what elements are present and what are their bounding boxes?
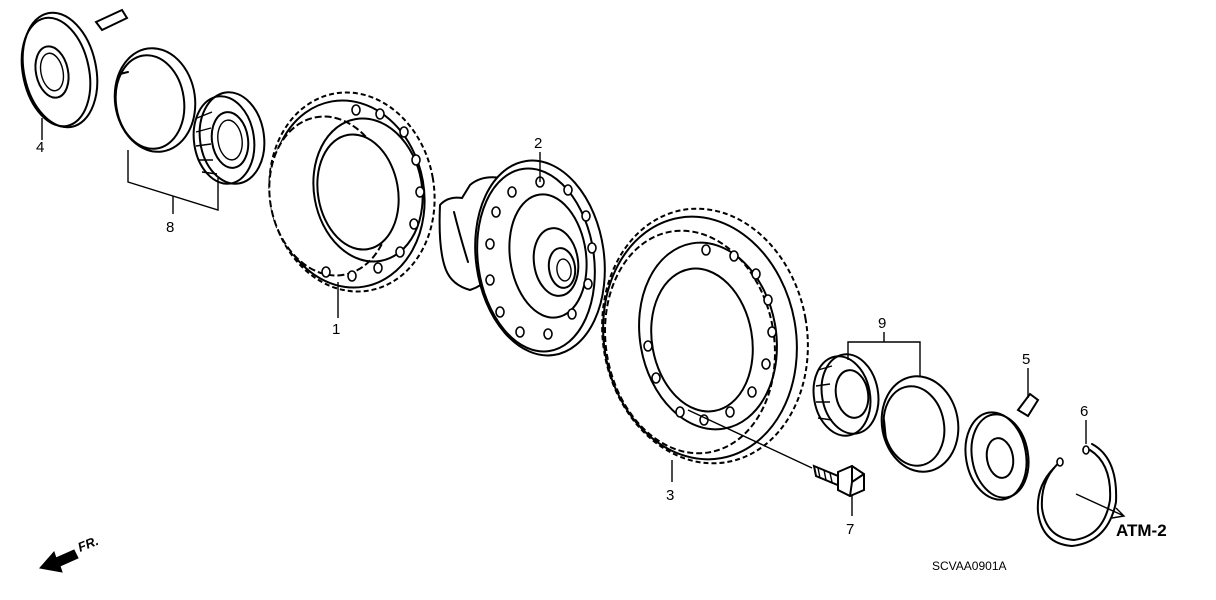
label-part-6[interactable]: 6 (1080, 403, 1088, 420)
front-indicator: FR. (39, 533, 101, 573)
arrow-right-icon (1075, 493, 1126, 519)
part-9-bearing-set[interactable] (807, 350, 965, 478)
label-part-8[interactable]: 8 (166, 219, 174, 236)
part-3-final-driven-gear[interactable] (582, 192, 827, 480)
label-part-4[interactable]: 4 (36, 139, 44, 156)
part-6-snap-ring[interactable] (1036, 443, 1118, 547)
part-1-bolt-holes (321, 104, 425, 282)
part-1-gear[interactable] (254, 79, 450, 304)
label-part-1[interactable]: 1 (332, 321, 340, 338)
label-part-7[interactable]: 7 (846, 521, 854, 538)
label-part-9[interactable]: 9 (878, 315, 886, 332)
part-7-bolt[interactable] (812, 464, 865, 498)
reference-atm-2[interactable]: ATM-2 (1075, 493, 1167, 540)
front-label: FR. (76, 533, 101, 555)
part-4-shim[interactable] (12, 6, 129, 134)
part-2-bolt-holes (485, 176, 597, 340)
label-part-3[interactable]: 3 (666, 487, 674, 504)
label-part-5[interactable]: 5 (1022, 351, 1030, 368)
leader-lines (41, 118, 1087, 516)
part-5-shim[interactable] (959, 392, 1040, 505)
drawing-code: SCVAA0901A (932, 559, 1007, 573)
part-3-bolt-holes (643, 244, 777, 426)
part-2-differential-case[interactable] (438, 152, 617, 364)
reference-tag[interactable]: ATM-2 (1116, 521, 1167, 540)
part-labels: 4 8 1 2 3 7 9 5 6 (36, 135, 1088, 538)
part-8-bearing-set[interactable] (108, 43, 270, 188)
label-part-2[interactable]: 2 (534, 135, 542, 152)
